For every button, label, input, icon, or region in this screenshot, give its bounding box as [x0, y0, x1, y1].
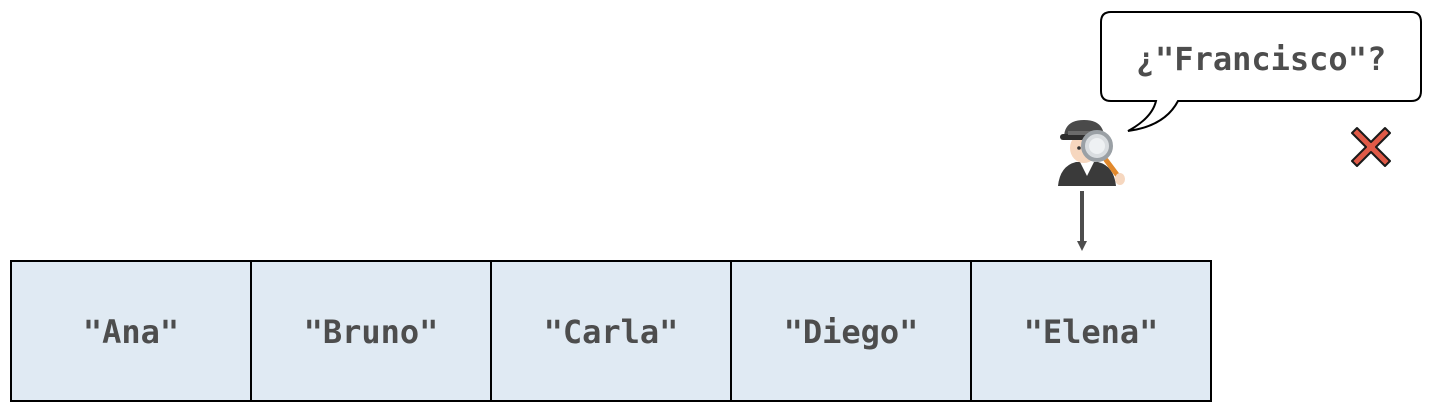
array-cell: "Bruno": [250, 260, 492, 402]
array-cell-label: "Ana": [83, 313, 179, 351]
array-cell-label: "Bruno": [304, 313, 439, 351]
array-cell: "Ana": [10, 260, 252, 402]
array-cell: "Carla": [490, 260, 732, 402]
array-cell: "Diego": [730, 260, 972, 402]
red-cross-mark-icon: [1351, 127, 1391, 167]
array-cell-label: "Diego": [784, 313, 919, 351]
speech-bubble: ¿"Francisco"?: [1100, 11, 1422, 132]
search-query-text: ¿"Francisco"?: [1136, 40, 1386, 78]
array-cell-label: "Elena": [1024, 313, 1159, 351]
array-cell-label: "Carla": [544, 313, 679, 351]
array: "Ana" "Bruno" "Carla" "Diego" "Elena": [10, 260, 1212, 402]
detective-with-magnifier-icon: [1058, 120, 1125, 186]
array-cell-current: "Elena": [970, 260, 1212, 402]
